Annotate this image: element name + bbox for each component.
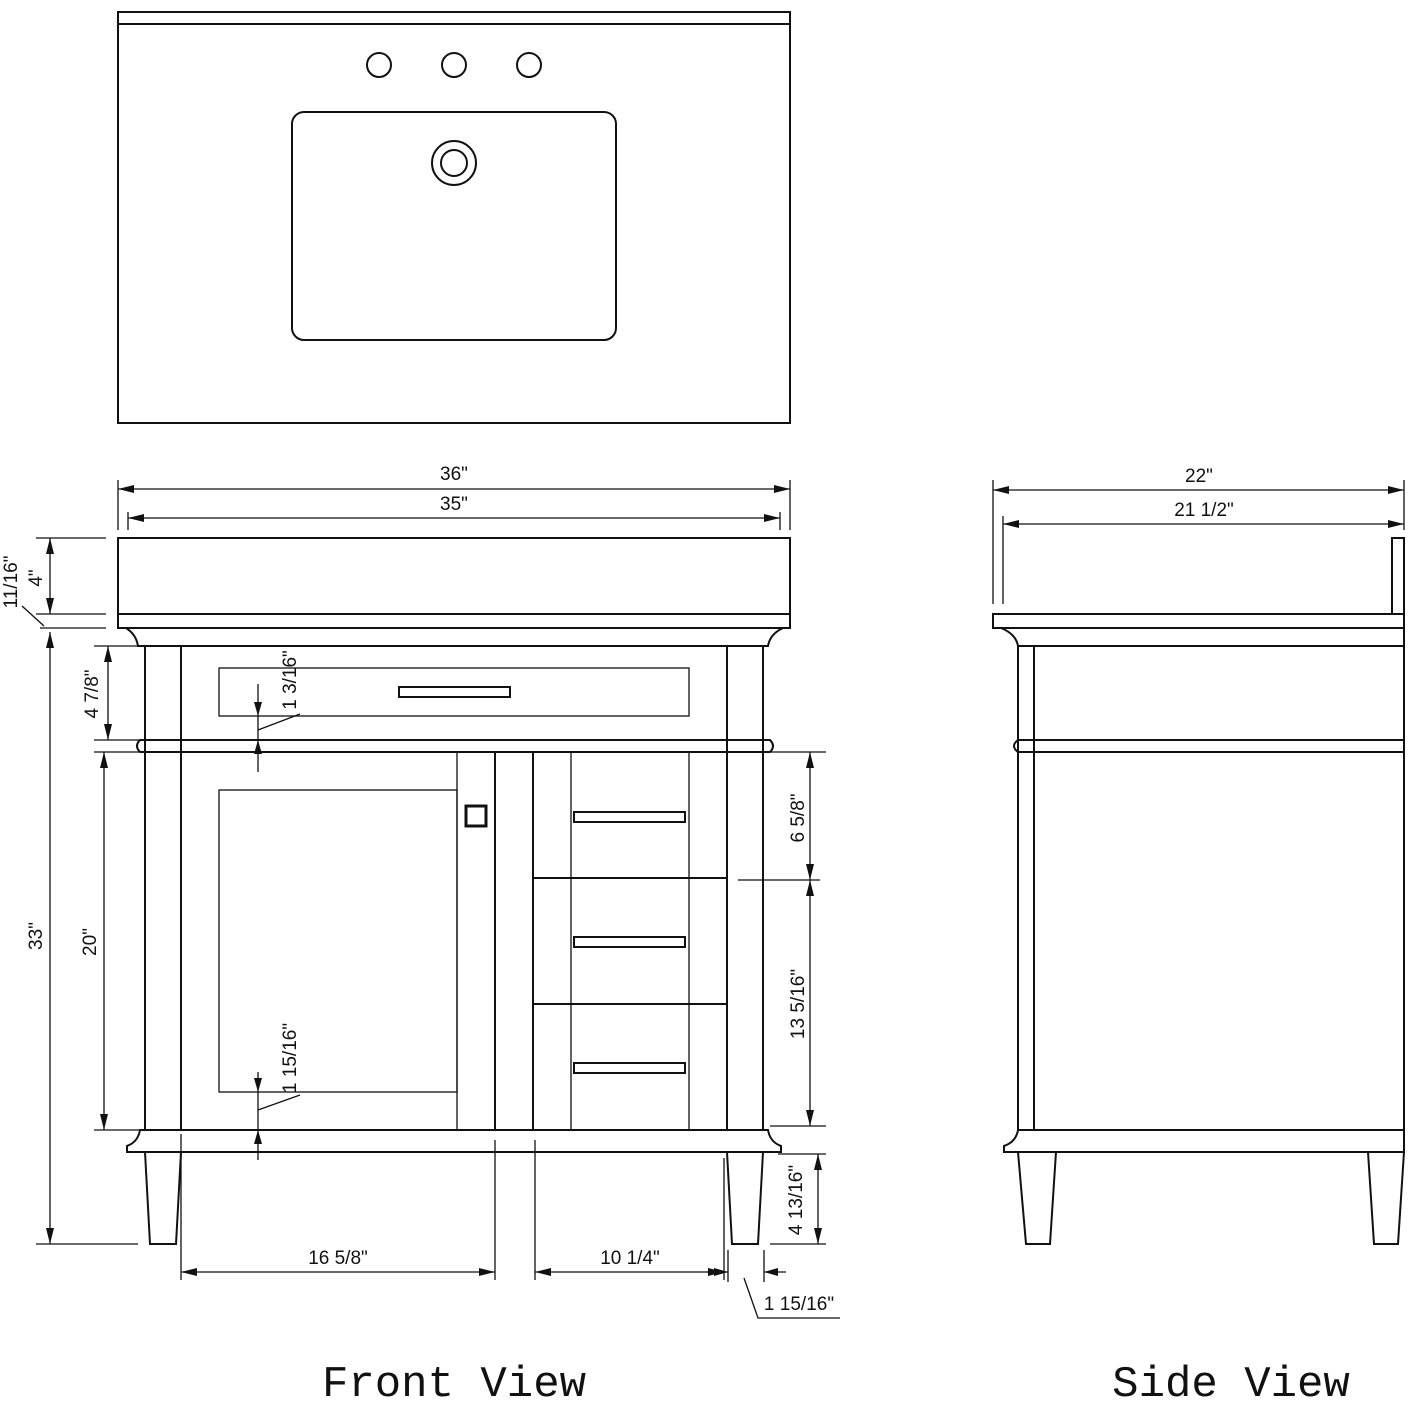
drain-outer: [431, 140, 477, 186]
drawer-3: [532, 1003, 728, 1131]
door-panel: [218, 789, 458, 1093]
faucet-hole-center: [441, 52, 467, 78]
right-post: [726, 645, 764, 1131]
faucet-hole-right: [516, 52, 542, 78]
dim-backsplash-height: 4": [26, 569, 47, 586]
side-front-post: [1017, 645, 1035, 1131]
top-view: [117, 11, 791, 424]
side-mid-molding: [1013, 739, 1405, 753]
dim-side-post-width: 1 15/16": [764, 1294, 834, 1315]
dim-top-thickness: 11/16": [1, 556, 22, 609]
front-dimension-lines: [21, 480, 840, 1319]
drawer-2-pull: [573, 936, 686, 948]
right-leg: [725, 1151, 765, 1245]
dim-overall-width: 36": [440, 464, 468, 485]
base-molding: [126, 1129, 782, 1153]
dim-top-drawer-height: 6 5/8": [788, 793, 809, 842]
backsplash: [117, 537, 791, 615]
door-frame: [180, 751, 496, 1131]
dim-door-stile: 1 15/16": [280, 1023, 301, 1093]
dim-drawer-rail: 1 3/16": [280, 650, 301, 710]
side-countertop: [992, 613, 1405, 629]
dim-overall-depth: 22": [1185, 466, 1213, 487]
countertop-outline: [117, 11, 791, 424]
door-knob: [464, 804, 488, 828]
sink-basin: [291, 111, 617, 341]
drawer-2: [532, 877, 728, 1005]
left-leg: [143, 1151, 183, 1245]
mid-molding: [136, 739, 774, 753]
faucet-hole-left: [366, 52, 392, 78]
drawer-1-pull: [573, 811, 686, 823]
dim-drawer-width: 10 1/4": [600, 1248, 660, 1269]
dim-leg-height: 4 13/16": [786, 1165, 807, 1235]
side-view-label: Side View: [1112, 1360, 1350, 1408]
side-lower-panel: [1033, 751, 1405, 1131]
dim-lower-drawers-height: 13 5/16": [788, 969, 809, 1039]
side-dimension-lines: [992, 480, 1405, 604]
drawer-1: [532, 751, 728, 879]
top-drawer-frame: [180, 645, 728, 741]
drawer-3-pull: [573, 1062, 686, 1074]
side-view: [992, 537, 1406, 1245]
top-drawer-pull: [398, 686, 511, 698]
center-stile: [494, 751, 534, 1131]
dim-door-height: 20": [80, 928, 101, 956]
countertop-edge: [117, 613, 791, 629]
side-crown: [1000, 627, 1405, 647]
dim-door-width: 16 5/8": [308, 1248, 368, 1269]
side-base-molding: [1003, 1129, 1405, 1153]
left-post: [144, 645, 182, 1131]
crown-molding: [122, 627, 784, 647]
dim-cabinet-width: 35": [440, 494, 468, 515]
side-back-leg: [1366, 1151, 1406, 1245]
side-backsplash: [1391, 537, 1405, 615]
dim-drawer-height: 4 7/8": [82, 669, 103, 718]
dim-cabinet-depth: 21 1/2": [1174, 500, 1234, 521]
side-front-leg: [1016, 1151, 1058, 1245]
top-drawer-face: [218, 667, 690, 717]
dim-overall-height: 33": [26, 922, 47, 950]
drain-inner: [440, 149, 468, 177]
side-upper-panel: [1033, 645, 1405, 741]
front-view-label: Front View: [322, 1360, 586, 1408]
front-view: [117, 537, 791, 1245]
